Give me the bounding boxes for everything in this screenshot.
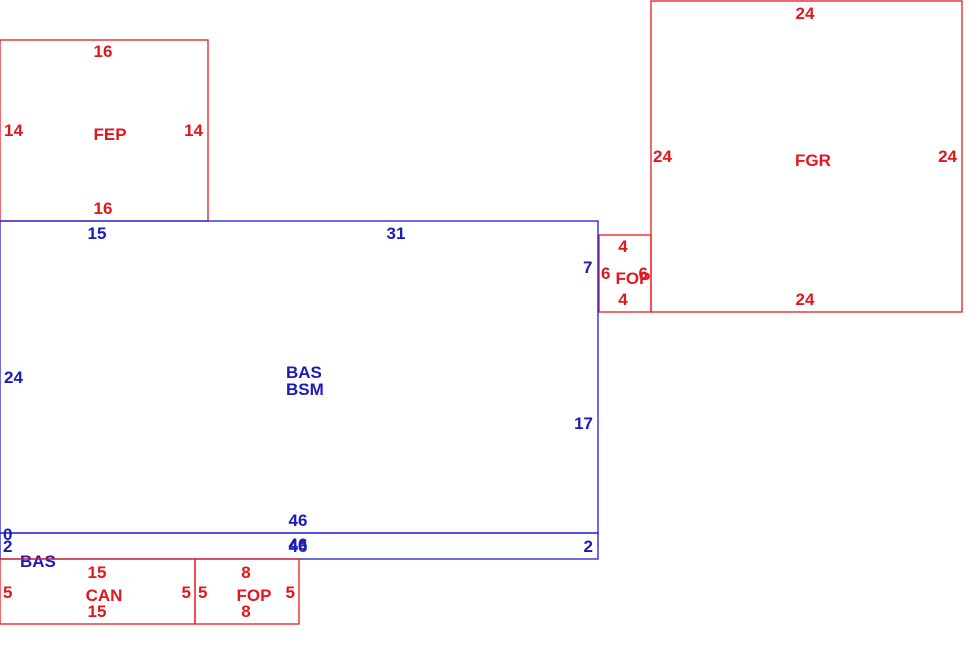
- bas-main-dim-right-upper: 7: [583, 258, 592, 277]
- fep-dim-bottom: 16: [94, 199, 113, 218]
- bas-main-dim-bottom: 46: [289, 511, 308, 530]
- fop-bottom-dim-left: 5: [198, 583, 207, 602]
- fgr-dim-bottom: 24: [796, 290, 815, 309]
- bas-main-dim-top-left: 15: [88, 224, 107, 243]
- bas-strip-dim-top-left: 0: [3, 525, 12, 544]
- bas-main-label-bas: BAS: [286, 363, 322, 382]
- bas-main-dim-right-lower: 17: [574, 414, 593, 433]
- bas-strip-dim-top: 46: [289, 535, 308, 554]
- fgr-label: FGR: [795, 151, 831, 170]
- bas-main-label-bsm: BSM: [286, 380, 324, 399]
- can-dim-right: 5: [182, 583, 191, 602]
- fop-bottom-dim-top: 8: [241, 563, 250, 582]
- bas-strip-dim-right: 2: [584, 537, 593, 556]
- area-fgr: 24 24 FGR 24 24: [650, 0, 963, 313]
- bas-strip-dim-left: 2: [3, 537, 12, 556]
- bas-main-dim-left: 24: [4, 368, 23, 387]
- area-fop-right: 4 6 FOP 6 4: [598, 234, 652, 313]
- fgr-dim-right: 24: [938, 147, 957, 166]
- fop-right-dim-left: 6: [601, 264, 610, 283]
- fop-bottom-label: FOP: [237, 586, 272, 605]
- fop-right-dim-bottom: 4: [618, 290, 628, 309]
- bas-strip-dim-bottom: 46: [289, 537, 308, 556]
- can-label: CAN: [86, 586, 123, 605]
- fgr-dim-left: 24: [653, 147, 672, 166]
- fep-dim-left: 14: [4, 121, 23, 140]
- area-bas-main: 15 31 7 24 BAS BSM 17 46: [0, 220, 599, 534]
- fep-dim-top: 16: [94, 42, 113, 61]
- fop-bottom-dim-bottom: 8: [241, 602, 250, 621]
- area-fop-bottom: 8 5 FOP 5 8: [194, 558, 300, 625]
- fgr-outline: [650, 0, 963, 313]
- bas-main-dim-top-right: 31: [387, 224, 406, 243]
- fop-right-dim-right: 6: [639, 264, 648, 283]
- fop-bottom-outline: [194, 558, 300, 625]
- can-dim-top: 15: [88, 563, 107, 582]
- can-dim-left: 5: [3, 583, 12, 602]
- can-dim-bottom: 15: [88, 602, 107, 621]
- fop-right-label: FOP: [616, 269, 651, 288]
- fep-label: FEP: [93, 125, 126, 144]
- bas-strip-label: BAS: [20, 552, 56, 571]
- fop-right-outline: [598, 234, 652, 313]
- fep-dim-right: 14: [184, 121, 203, 140]
- fop-right-dim-top: 4: [618, 237, 628, 256]
- fop-bottom-dim-right: 5: [286, 583, 295, 602]
- area-fep: 16 14 FEP 14 16: [0, 39, 209, 222]
- area-can: 15 5 CAN 5 15: [0, 558, 196, 625]
- fgr-dim-top: 24: [796, 4, 815, 23]
